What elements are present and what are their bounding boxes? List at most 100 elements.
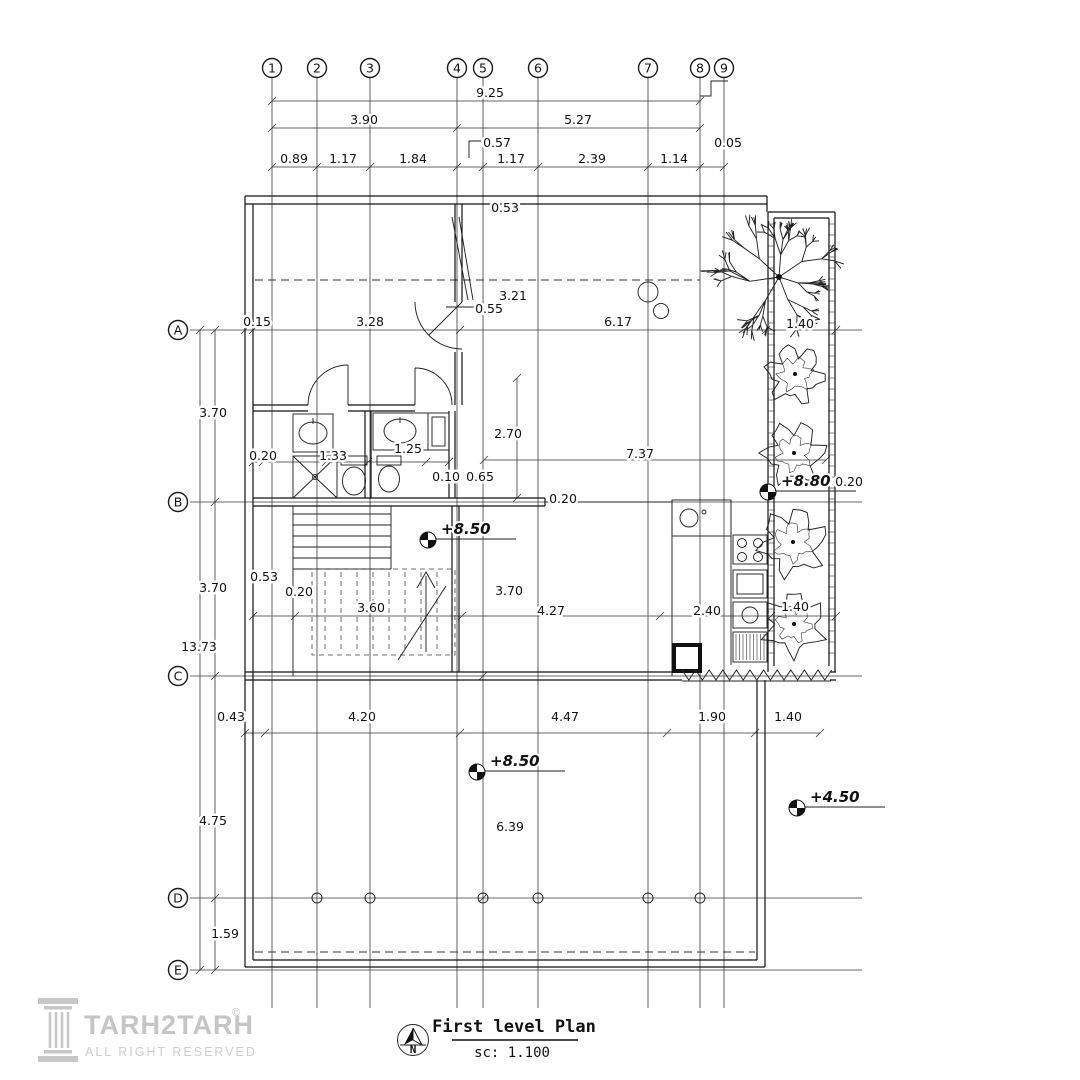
floor-edges [292,500,732,676]
dimension-label: 1.84 [399,151,427,166]
grid-column-bubble [446,57,468,79]
dimension-label: 1.17 [497,151,525,166]
dimension-tick [321,457,331,467]
dimension-label: 3.90 [350,112,378,127]
dimension-label: 3.60 [357,600,385,615]
elevation-label: +8.50 [441,520,491,538]
drawing-title: First level Plan [432,1017,596,1037]
burner-icon [737,552,747,562]
dimension-tick [267,162,277,172]
dimension-tick [421,457,431,467]
elevation-label: +4.50 [810,788,860,806]
dimension-tick [512,373,522,383]
elevation-marker: +4.50 [788,786,885,817]
dimension-label: 3.70 [495,583,523,598]
grid-column-label: 3 [366,61,374,76]
planter-edge-ticks [311,223,835,904]
dimension-tick [452,162,462,172]
dimension-tick [695,123,705,133]
dimension-label: 0.20 [285,584,313,599]
dimension-label: 0.57 [483,135,511,150]
grid-column-label: 8 [696,61,704,76]
structural-column [672,643,702,673]
dimension-tick [210,325,220,335]
planter-strip-walls [767,211,836,672]
grid-column-bubble [359,57,381,79]
stair-treads [293,506,392,570]
dimension-label: 3.28 [356,314,384,329]
tree-canopy [757,422,828,487]
grid-row-label: A [174,323,183,338]
tree-canopy-inner [774,434,813,474]
railing-post [364,892,376,904]
dimension-tick [478,893,488,903]
burner-icon [737,538,747,548]
stair-flight-above-outline [311,568,456,656]
stair-up-arrow [416,571,436,652]
washbasin [298,421,328,445]
dimension-label: 1.14 [660,151,688,166]
grid-row-bubble [167,491,189,513]
watermark-brand: TARH2TARH [84,1010,254,1040]
dimension-label: 0.89 [280,151,308,166]
doors [307,301,463,406]
tree-canopy-inner [774,605,814,644]
dimension-label: 4.47 [551,709,579,724]
grid-row-label: D [173,891,183,906]
burner-icon [753,538,763,548]
dimension-tick [662,728,672,738]
grid-column-label: 5 [479,61,487,76]
plan-details [446,80,728,319]
toilet-bowl [342,466,366,496]
bare-tree-trunk [776,274,782,280]
dimension-label: 6.17 [604,314,632,329]
elevation-label: +8.50 [490,752,540,770]
grid-column-label: 9 [720,61,728,76]
dimension-tick [815,728,825,738]
oven-detail [741,606,759,624]
dimension-tick [210,671,220,681]
toilet2-tank [376,455,402,466]
dimension-label: 4.75 [199,813,227,828]
dimension-label: 4.20 [348,709,376,724]
elevation-marker: +8.50 [468,750,565,781]
elevation-markers: +8.50+8.50+8.80+4.50 [419,470,885,817]
dimension-label: 13.73 [181,639,217,654]
washbasin-counter [292,413,334,453]
dimension-label: 0.15 [243,314,271,329]
railing-post [311,892,323,904]
dimension-tick [533,162,543,172]
north-triangle-dark [404,1028,413,1045]
dimension-label: 3.21 [499,288,527,303]
dimension-tick [452,123,462,133]
grid-column-bubble [689,57,711,79]
burner-icon [753,552,763,562]
kitchen-sink-counter [671,499,732,537]
dimension-tick [195,325,205,335]
dimension-tick [258,457,268,467]
column-circle [653,303,669,319]
grid-column-bubble [261,57,283,79]
toilet-tank [340,455,368,466]
dimension-tick [455,325,465,335]
north-circle [397,1024,429,1056]
dimension-tick [643,162,653,172]
north-triangle-light [412,1027,424,1047]
dimension-tick [290,611,300,621]
dimension-tick [210,893,220,903]
north-label: N [410,1043,417,1056]
dimension-label: 1.40 [774,709,802,724]
dimension-tick [260,728,270,738]
tree-canopy-inner [773,522,814,565]
grid-column-bubble [527,57,549,79]
dimension-tick [267,123,277,133]
toilet2-bowl [378,465,400,493]
dimension-label: 1.40 [786,316,814,331]
bathroom-fixtures [292,412,450,499]
title-block: N First level Plan sc: 1.100 [397,1017,596,1061]
grid-column-bubble [637,57,659,79]
drawing-scale: sc: 1.100 [474,1045,550,1061]
tree-canopy-inner [775,356,815,393]
kitchen-sink [679,508,699,528]
